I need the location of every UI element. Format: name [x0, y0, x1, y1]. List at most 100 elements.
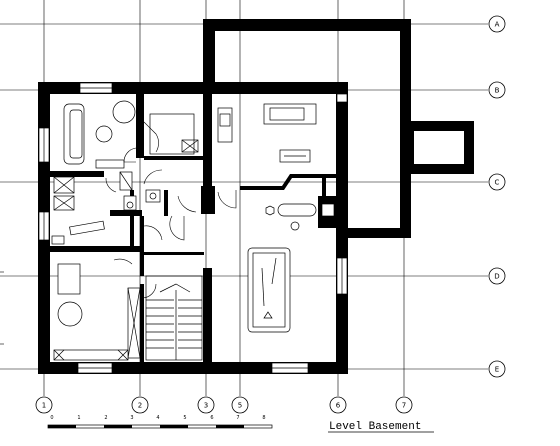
svg-text:D: D [494, 273, 499, 281]
toilet-bowl [126, 201, 134, 209]
svg-text:C: C [495, 179, 500, 187]
shelf-detail [117, 349, 129, 361]
windows [38, 82, 348, 374]
svg-text:E: E [495, 366, 499, 374]
sofa-seat [69, 109, 83, 159]
shower-detail [119, 171, 133, 191]
scale-label: 5 [183, 415, 186, 421]
table-tennis [277, 203, 317, 217]
scale-label: 8 [262, 415, 265, 421]
ball-marker [290, 221, 300, 231]
scale-label: 1 [77, 415, 80, 421]
lounge-furniture [51, 100, 136, 245]
bench [69, 220, 105, 236]
col-bubble-3: 3 [197, 396, 215, 414]
scale-bar: 0 1 2 3 4 5 6 7 8 [47, 415, 273, 429]
radiator [51, 235, 65, 245]
row-bubble-d: D [488, 267, 506, 285]
scale-label: 0 [50, 415, 53, 421]
row-bubble-a: A [488, 15, 506, 33]
cue [261, 267, 265, 307]
door-swing [105, 177, 117, 193]
scale-label: 4 [156, 415, 159, 421]
scale-label: 7 [236, 415, 239, 421]
interior-wall [322, 174, 326, 198]
study-furniture [53, 263, 141, 361]
wardrobe-detail [127, 287, 141, 359]
interior-wall [110, 210, 142, 216]
triangle-rack [263, 311, 273, 319]
scale-bar-segment [104, 425, 132, 428]
desk [57, 263, 81, 295]
interior-wall [130, 190, 134, 250]
col-bubble-6: 6 [329, 396, 347, 414]
col-bubble-7: 7 [395, 396, 413, 414]
svg-text:3: 3 [204, 402, 208, 410]
doors [105, 121, 237, 299]
staircase [145, 275, 203, 361]
basin [149, 192, 157, 200]
interior-wall [136, 94, 144, 158]
door-swing [143, 225, 163, 241]
svg-text:1: 1 [42, 402, 46, 410]
coffee-table [95, 125, 113, 143]
fireplace [321, 203, 335, 217]
interior-wall [240, 174, 336, 190]
cue [271, 257, 277, 285]
billiard-felt [252, 252, 286, 328]
col-bubble-2: 2 [131, 396, 149, 414]
treadmill-belt [269, 107, 305, 121]
interior-wall [203, 86, 212, 186]
gym-equipment [217, 103, 335, 333]
col-bubble-5: 5 [231, 396, 249, 414]
door-swing [169, 215, 185, 241]
svg-text:7: 7 [402, 402, 406, 410]
interior-wall [140, 216, 144, 276]
col-bubble-1: 1 [35, 396, 53, 414]
window [336, 93, 348, 103]
door-swing [217, 190, 237, 209]
svg-text:A: A [495, 21, 500, 29]
bathtub-detail [53, 176, 75, 194]
annex-wall-right [404, 121, 474, 174]
interior-wall [50, 171, 104, 177]
row-bubble-c: C [488, 173, 506, 191]
stair-outline [145, 275, 203, 361]
door-swing [141, 283, 157, 299]
scale-label: 2 [104, 415, 107, 421]
door-swing [177, 195, 197, 213]
hexagon-marker [265, 205, 275, 216]
interior-wall [144, 252, 204, 255]
cabinet-detail [53, 195, 75, 211]
scale-bar-segment [48, 425, 76, 428]
svg-text:2: 2 [138, 402, 142, 410]
round-table [57, 301, 83, 327]
shelf-detail [53, 349, 65, 361]
interior-wall [140, 284, 144, 362]
row-bubble-b: B [488, 81, 506, 99]
svg-text:5: 5 [238, 402, 242, 410]
bathroom-fixtures [119, 113, 199, 211]
armchair [112, 100, 136, 124]
interior-walls [50, 86, 336, 362]
corridor-box [149, 113, 195, 155]
scale-label: 3 [130, 415, 133, 421]
interior-wall [201, 186, 215, 214]
weight-bench-pad [219, 113, 231, 127]
interior-wall [144, 156, 204, 160]
shelf [53, 349, 129, 361]
interior-wall [203, 268, 212, 362]
svg-text:B: B [495, 87, 500, 95]
shaft-detail [181, 139, 199, 153]
stair-direction [159, 283, 191, 293]
door-swing [123, 147, 137, 163]
door-swing [143, 169, 163, 185]
scale-label: 6 [210, 415, 213, 421]
door-swing [143, 121, 159, 153]
svg-text:6: 6 [336, 402, 341, 410]
scale-bar-segment [216, 425, 244, 428]
row-bubble-e: E [488, 360, 506, 378]
interior-wall [164, 190, 168, 216]
sideboard [95, 159, 125, 169]
